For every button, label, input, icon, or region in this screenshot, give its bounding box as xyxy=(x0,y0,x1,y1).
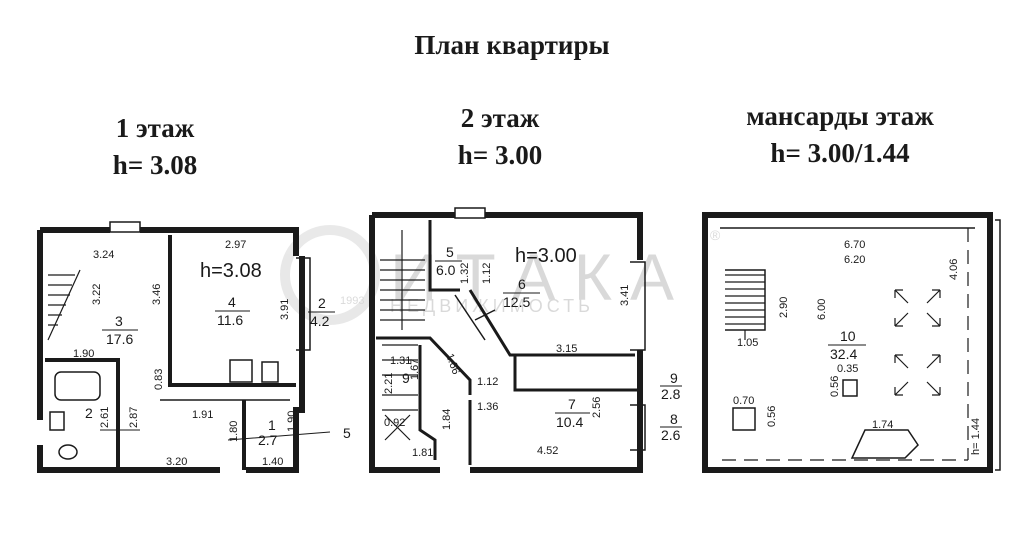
outlet-number: 5 xyxy=(343,425,351,441)
dim-label: 4.06 xyxy=(948,259,960,280)
room-number: 6 xyxy=(518,276,526,292)
floor-3-plan xyxy=(702,212,1001,473)
dim-label: 1.90 xyxy=(73,348,94,360)
dim-label: 1.91 xyxy=(192,409,213,421)
floor-1-plan xyxy=(37,221,331,473)
dim-label: 0.56 xyxy=(766,406,778,427)
dim-label: 1.90 xyxy=(286,411,298,432)
dim-label: 1.31 xyxy=(390,355,411,367)
room-number: 2 xyxy=(318,295,326,311)
dim-label: 1.36 xyxy=(477,401,498,413)
dim-label: 3.22 xyxy=(91,284,103,305)
room-number: 8 xyxy=(670,411,678,427)
room-area: 11.6 xyxy=(217,312,243,328)
ceiling-height: h=3.08 xyxy=(200,260,262,282)
dim-label: 6.20 xyxy=(844,254,865,266)
dim-label: 2.61 xyxy=(99,407,111,428)
watermark-year: 1993 xyxy=(340,295,364,307)
dim-label: 1.81 xyxy=(412,447,433,459)
floor-2-plan xyxy=(369,207,646,473)
room-area: 10.4 xyxy=(556,414,583,430)
dim-label: 2.97 xyxy=(225,239,246,251)
floor-1-height: h= 3.08 xyxy=(112,150,198,180)
dim-label: 2.56 xyxy=(591,397,603,418)
side-height: h= 1.44 xyxy=(970,418,982,455)
dim-label: 1.80 xyxy=(228,421,240,442)
dim-label: 0.83 xyxy=(153,369,165,390)
page-title: План квартиры xyxy=(414,30,610,60)
floor-2-height: h= 3.00 xyxy=(457,140,543,170)
room-number: 4 xyxy=(228,294,236,310)
dim-label: 3.41 xyxy=(619,285,631,306)
dim-label: 0.56 xyxy=(829,376,841,397)
floor-3-name: мансарды этаж xyxy=(746,101,934,131)
dim-label: 1.84 xyxy=(441,409,453,430)
dim-label: 2.87 xyxy=(128,407,140,428)
dim-label: 2.90 xyxy=(778,297,790,318)
floor-1-name: 1 этаж xyxy=(115,113,195,143)
dim-label: 0.35 xyxy=(837,363,858,375)
room-number: 7 xyxy=(568,396,576,412)
watermark: ИТАКА НЕДВИЖИМОСТЬ 1993 ® xyxy=(280,225,721,325)
dim-label: 3.46 xyxy=(151,284,163,305)
floor-3-height: h= 3.00/1.44 xyxy=(770,138,910,168)
room-number: 10 xyxy=(840,328,856,344)
room-number: 1 xyxy=(268,417,276,433)
floor-3-label: мансарды этаж h= 3.00/1.44 xyxy=(715,98,965,172)
dim-label: 3.15 xyxy=(556,343,577,355)
room-number: 2 xyxy=(85,405,93,421)
room-area: 2.7 xyxy=(258,432,278,448)
room-area: 4.2 xyxy=(310,313,330,329)
room-number: 9 xyxy=(402,370,410,386)
dim-label: 6.70 xyxy=(844,239,865,251)
dim-label: 3.20 xyxy=(166,456,187,468)
room-area: 17.6 xyxy=(106,331,133,347)
dim-label: 6.00 xyxy=(816,299,828,320)
dim-label: 1.66 xyxy=(443,352,462,376)
floor-2-name: 2 этаж xyxy=(460,103,540,133)
dim-label: 1.32 xyxy=(459,263,471,284)
dim-label: 4.52 xyxy=(537,445,558,457)
watermark-brand: ИТАКА xyxy=(390,240,692,314)
room-area: 32.4 xyxy=(830,346,857,362)
room-area: 2.8 xyxy=(661,386,681,402)
ceiling-height: h=3.00 xyxy=(515,245,577,267)
floor-1-label: 1 этаж h= 3.08 xyxy=(80,110,230,184)
watermark-registered: ® xyxy=(710,227,721,243)
dim-label: 3.91 xyxy=(279,299,291,320)
room-number: 9 xyxy=(670,370,678,386)
room-number: 5 xyxy=(446,244,454,260)
room-area: 2.6 xyxy=(661,427,681,443)
dim-label: 1.05 xyxy=(737,337,758,349)
dim-label: 2.21 xyxy=(383,373,395,394)
dim-label: 0.70 xyxy=(733,395,754,407)
floor-1-labels: 3.24 3.22 3.46 2.97 3.91 1.90 0.83 1.91 … xyxy=(73,239,351,468)
dim-label: 1.40 xyxy=(262,456,283,468)
room-number: 3 xyxy=(115,313,123,329)
dim-label: 3.24 xyxy=(93,249,114,261)
room-area: 12.5 xyxy=(503,294,530,310)
dim-label: 1.67 xyxy=(409,359,421,380)
floor-3-labels: 6.70 6.20 4.06 2.90 6.00 1.05 0.56 0.35 … xyxy=(733,239,982,455)
dim-label: 1.74 xyxy=(872,419,893,431)
dim-label: 0.92 xyxy=(384,417,405,429)
floor-2-label: 2 этаж h= 3.00 xyxy=(415,100,585,174)
room-area: 6.0 xyxy=(436,262,456,278)
watermark-sub: НЕДВИЖИМОСТЬ xyxy=(390,296,594,316)
dim-label: 1.12 xyxy=(481,263,493,284)
dim-label: 1.12 xyxy=(477,376,498,388)
